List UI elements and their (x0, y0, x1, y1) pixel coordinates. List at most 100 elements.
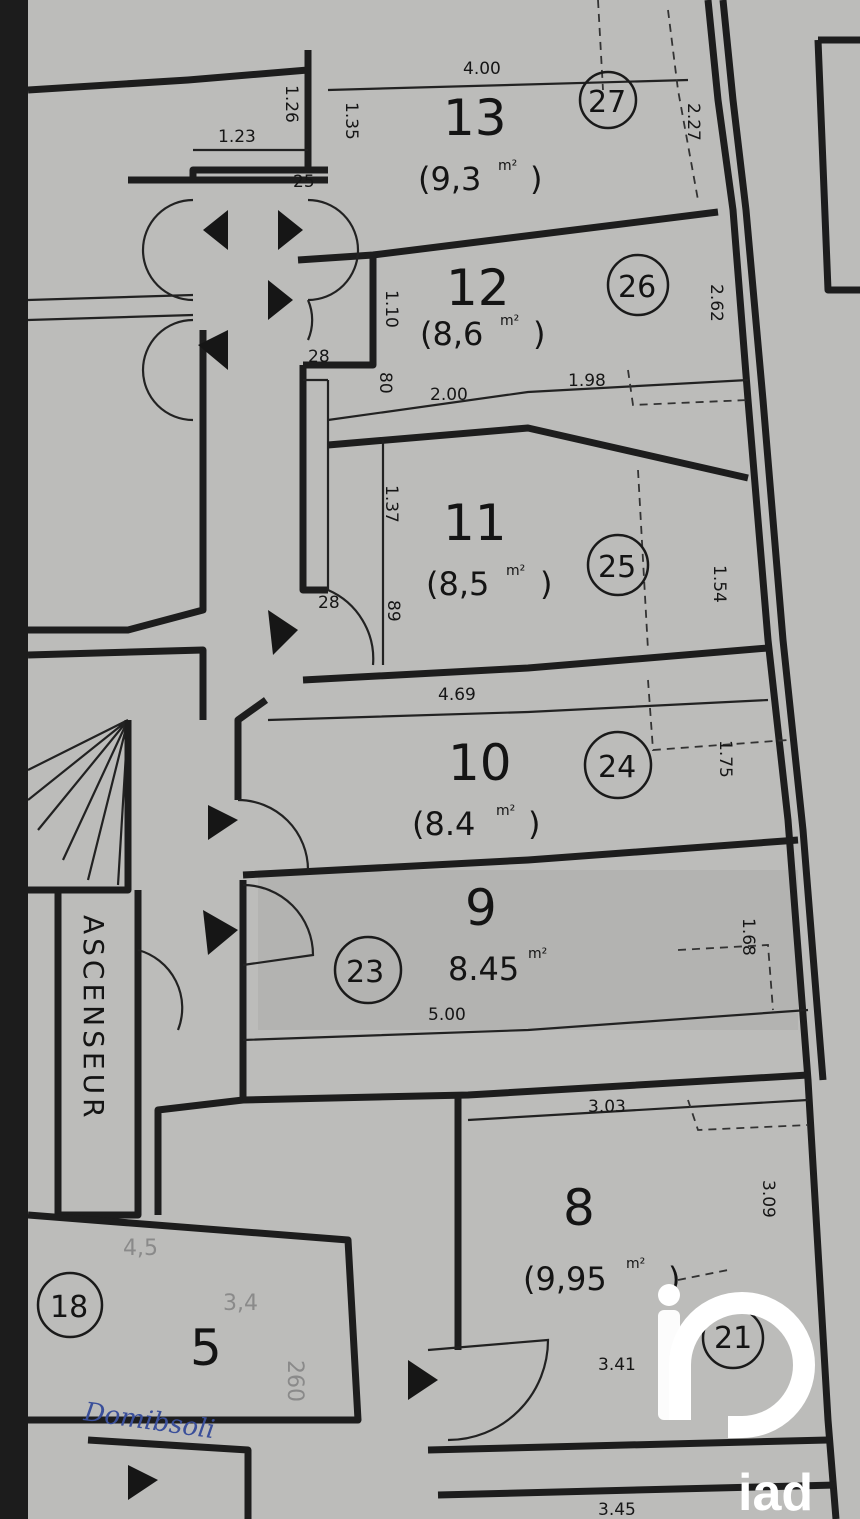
svg-text:1.98: 1.98 (568, 371, 606, 391)
iad-logo: iad (658, 1284, 815, 1519)
wall-corridor-right (299, 365, 328, 594)
dash-9 (677, 944, 774, 1011)
lot-21: 21 (714, 1321, 752, 1356)
svg-text:(9,95: (9,95 (523, 1260, 607, 1298)
svg-text:(8.4: (8.4 (412, 805, 475, 843)
door-swing-9 (242, 883, 315, 967)
room-9-area: 8.45 m² (448, 946, 547, 988)
svg-text:28: 28 (308, 347, 330, 367)
room-13-area: (9,3 m² ) (418, 158, 542, 198)
svg-text:1.23: 1.23 (218, 127, 256, 147)
arrow-icon (198, 330, 228, 370)
svg-text:m²: m² (498, 158, 517, 174)
room-9-lower-line (242, 1008, 809, 1042)
svg-text:4.69: 4.69 (438, 685, 476, 705)
room-12-number: 12 (446, 259, 510, 317)
corridor-bottom (154, 1096, 244, 1215)
wall-top-left (28, 66, 312, 180)
room-5-walls (28, 1211, 362, 1424)
svg-text:m²: m² (500, 313, 519, 329)
dimension-labels: 4.00 1.23 1.26 1.35 2.27 25 1.10 2.62 28… (218, 59, 778, 1519)
lot-circles (36, 70, 765, 1370)
svg-text:m²: m² (626, 1256, 645, 1272)
arrow-icon (203, 210, 228, 250)
elevator-label: ASCENSEUR (77, 915, 110, 1122)
arrow-icon (128, 1465, 158, 1500)
svg-text:2.27: 2.27 (683, 103, 703, 141)
svg-text:(8,6: (8,6 (420, 315, 483, 353)
svg-text:4.00: 4.00 (463, 59, 501, 79)
svg-text:2.00: 2.00 (430, 385, 468, 405)
wall-12-11 (327, 424, 749, 482)
spiral-stair (28, 719, 130, 886)
svg-text:1.35: 1.35 (341, 102, 361, 140)
svg-text:(9,3: (9,3 (418, 160, 481, 198)
svg-text:25: 25 (293, 172, 315, 192)
double-doors (141, 198, 360, 422)
lot-18: 18 (50, 1290, 88, 1325)
svg-text:8.45: 8.45 (448, 950, 519, 988)
lot-26: 26 (618, 270, 656, 305)
room-bottom-left (87, 1436, 252, 1519)
room-5-number: 5 (190, 1319, 222, 1377)
dashed-lines (597, 0, 809, 1281)
room-12-area: (8,6 m² ) (420, 313, 545, 353)
wall-11-10 (302, 644, 769, 684)
wall-10-9 (242, 836, 799, 879)
svg-text:1.54: 1.54 (709, 565, 729, 603)
svg-text:): ) (540, 565, 552, 603)
svg-text:1.26: 1.26 (281, 85, 301, 123)
door-swing-10 (237, 798, 310, 871)
arrow-icon (268, 280, 293, 320)
svg-text:(8,5: (8,5 (426, 565, 489, 603)
elevator-shaft (54, 890, 142, 1219)
lot-27: 27 (588, 85, 626, 120)
arrow-icon (208, 805, 238, 840)
pencil-note-3: 260 (282, 1360, 307, 1402)
svg-text:80: 80 (375, 372, 395, 394)
room-11-number: 11 (443, 494, 507, 552)
svg-text:iad: iad (738, 1464, 813, 1519)
dim-469-line (267, 698, 769, 722)
corridor-walls (28, 176, 328, 634)
room-8-top-line (467, 1098, 809, 1122)
direction-arrows (128, 210, 438, 1500)
svg-text:m²: m² (528, 946, 547, 962)
room-13-number: 13 (443, 89, 507, 147)
svg-text:): ) (528, 805, 540, 843)
wall-12-left (303, 255, 377, 369)
stair-top (28, 646, 207, 720)
svg-text:): ) (533, 315, 545, 353)
lot-25: 25 (598, 550, 636, 585)
svg-text:1.37: 1.37 (381, 485, 401, 523)
neighbor-block (814, 36, 860, 294)
svg-text:1.68: 1.68 (738, 918, 758, 956)
paper-texture (258, 870, 798, 1030)
svg-text:3.45: 3.45 (598, 1500, 636, 1519)
wall-10-left (234, 697, 269, 800)
arrow-icon (408, 1360, 438, 1400)
wall-8-bottom (427, 1436, 829, 1454)
svg-text:5.00: 5.00 (428, 1005, 466, 1025)
wall-13-left (304, 50, 328, 174)
svg-text:m²: m² (506, 563, 525, 579)
svg-text:2.62: 2.62 (706, 284, 726, 322)
svg-text:m²: m² (496, 803, 515, 819)
floor-plan-drawing: 13 12 11 10 9 8 5 (9,3 m² ) (8,6 m² ) (8… (28, 0, 860, 1519)
room-8-area: (9,95 m² ) (523, 1256, 680, 1298)
svg-text:3.09: 3.09 (758, 1180, 778, 1218)
floor-plan: 13 12 11 10 9 8 5 (9,3 m² ) (8,6 m² ) (8… (28, 0, 860, 1519)
svg-text:1.10: 1.10 (381, 290, 401, 328)
arrow-icon (278, 210, 303, 250)
svg-text:3.03: 3.03 (588, 1097, 626, 1117)
room-10-number: 10 (448, 734, 512, 792)
wall-9-bottom (239, 880, 809, 1104)
wall-bottom (437, 1481, 837, 1499)
arrow-icon (268, 610, 298, 655)
svg-text:28: 28 (318, 593, 340, 613)
svg-text:89: 89 (383, 600, 403, 622)
room-11-area: (8,5 m² ) (426, 563, 552, 603)
svg-text:): ) (530, 160, 542, 198)
room-10-area: (8.4 m² ) (412, 803, 540, 843)
wall-13-12 (297, 208, 719, 264)
